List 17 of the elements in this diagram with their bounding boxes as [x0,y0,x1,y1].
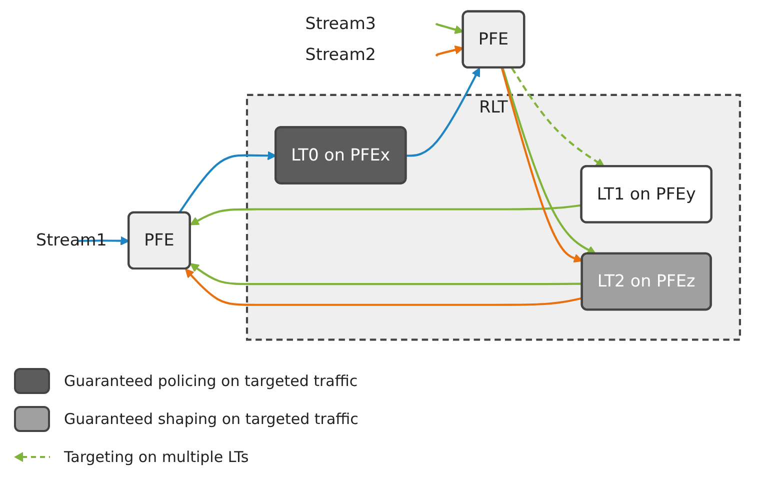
arrow [185,268,583,306]
legend-text: Guaranteed policing on targeted traffic [64,372,358,390]
node-text: Stream3 [305,12,376,33]
legend-text: Targeting on multiple LTs [64,448,249,466]
node-text: Stream2 [305,44,376,64]
arrow [436,44,464,56]
arrow [406,67,480,156]
arrow [500,67,583,262]
node-text: Stream1 [36,230,107,250]
legend-text: Guaranteed shaping on targeted traffic [64,410,358,428]
arrow [502,67,596,254]
arrow [510,66,605,167]
arrow [436,22,464,34]
arrow [190,262,582,285]
arrow [190,204,582,225]
arrow [77,236,130,245]
arrow [178,150,277,213]
